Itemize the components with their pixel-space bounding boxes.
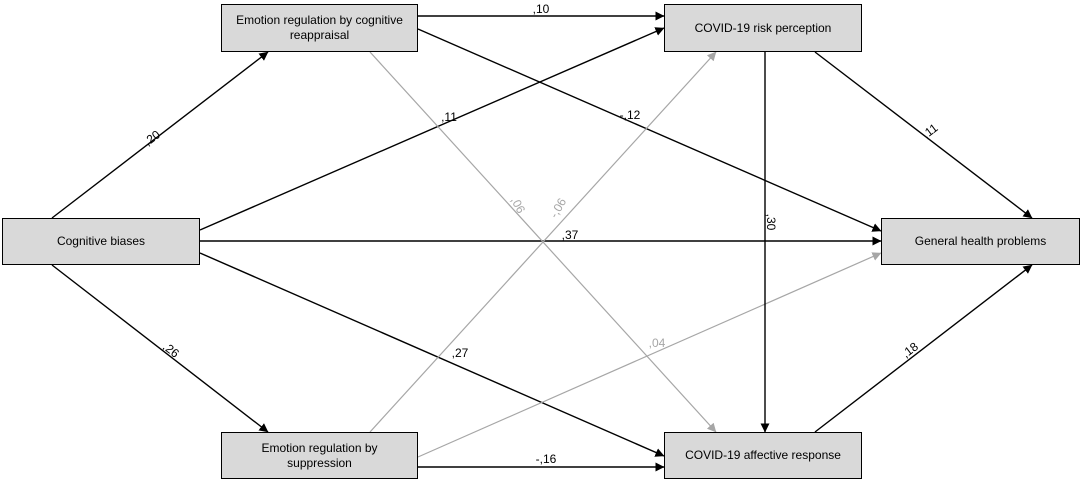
edge-cognitive_biases-to-reappraisal <box>51 51 269 219</box>
edge-cognitive_biases-to-suppression <box>51 264 269 433</box>
node-general-health-problems: General health problems <box>881 218 1080 265</box>
edge-label-cognitive_biases-to-suppression: ,26 <box>160 339 182 360</box>
edge-risk-to-health <box>814 51 1033 219</box>
node-cognitive-biases: Cognitive biases <box>2 218 200 265</box>
edge-label-cognitive_biases-to-affective: ,27 <box>452 346 469 360</box>
edge-label-suppression-to-health: ,04 <box>649 336 666 350</box>
edge-label-affective-to-health: ,18 <box>899 339 921 360</box>
edge-label-reappraisal-to-risk: ,10 <box>533 2 550 16</box>
edge-label-cognitive_biases-to-risk: ,11 <box>441 110 457 124</box>
edge-cognitive_biases-to-risk <box>199 27 665 231</box>
edge-label-reappraisal-to-health: -,12 <box>620 108 641 122</box>
edge-reappraisal-to-health <box>417 28 882 232</box>
edge-label-cognitive_biases-to-reappraisal: ,20 <box>141 127 163 148</box>
edge-label-risk-to-health: ,11 <box>919 120 940 141</box>
node-emotion-regulation-reappraisal: Emotion regulation by cognitive reapprai… <box>221 4 418 52</box>
edge-suppression-to-risk <box>369 51 717 433</box>
node-emotion-regulation-suppression: Emotion regulation by suppression <box>221 432 418 479</box>
edge-label-suppression-to-affective: -,16 <box>536 452 557 466</box>
edge-suppression-to-health <box>417 252 882 458</box>
node-covid-risk-perception: COVID-19 risk perception <box>664 4 862 52</box>
edge-label-cognitive_biases-to-health: ,37 <box>562 228 579 242</box>
edge-affective-to-health <box>814 264 1033 433</box>
edge-label-risk-to-affective: ,30 <box>764 214 778 231</box>
edge-cognitive_biases-to-affective <box>199 252 665 457</box>
edge-label-reappraisal-to-affective: ,06 <box>508 194 528 216</box>
node-covid-affective-response: COVID-19 affective response <box>664 432 862 479</box>
